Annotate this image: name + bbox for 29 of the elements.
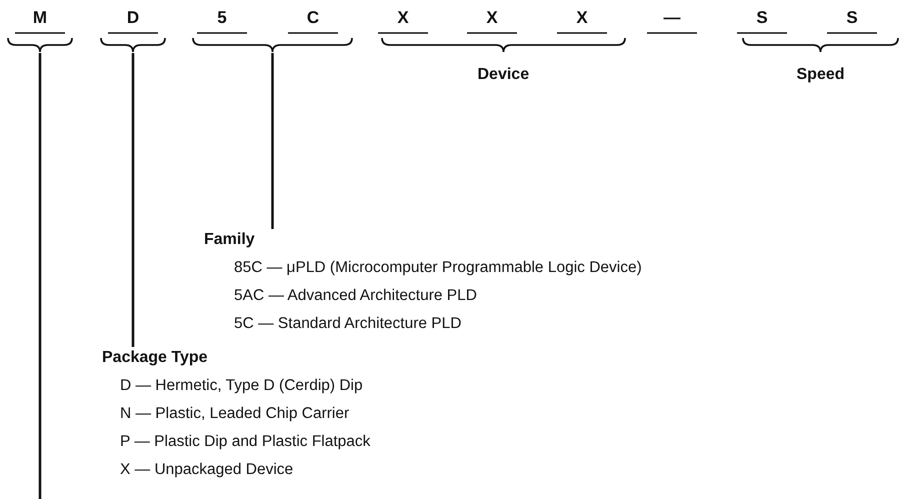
code-description: 5AC — Advanced Architecture PLD xyxy=(234,287,478,305)
curly-bracket xyxy=(192,38,353,53)
part-number-character: S xyxy=(755,8,769,28)
part-number-character: X xyxy=(485,8,499,28)
curly-bracket xyxy=(7,38,73,53)
part-number-character: X xyxy=(396,8,410,28)
part-number-character: D xyxy=(126,8,140,28)
leader-line xyxy=(132,53,134,347)
section-heading: Package Type xyxy=(102,349,209,367)
leader-line xyxy=(271,53,274,229)
field-label: Speed xyxy=(796,66,845,84)
leader-line xyxy=(38,53,42,499)
curly-bracket xyxy=(381,38,626,53)
code-description: 85C — μPLD (Microcomputer Programmable Logic Device) xyxy=(234,259,642,277)
code-description: P — Plastic Dip and Plastic Flatpack xyxy=(120,433,370,451)
code-description: N — Plastic, Leaded Chip Carrier xyxy=(120,405,350,423)
part-number-character: 5 xyxy=(216,8,228,28)
part-number-character: C xyxy=(306,8,320,28)
curly-bracket xyxy=(742,38,899,53)
part-number-character: M xyxy=(32,8,48,28)
code-description: 5C — Standard Architecture PLD xyxy=(234,315,462,333)
section-heading: Family xyxy=(204,231,256,249)
code-description: X — Unpackaged Device xyxy=(120,461,294,479)
field-label: Device xyxy=(478,66,530,84)
part-number-character: S xyxy=(845,8,859,28)
part-number-character: — xyxy=(662,8,682,28)
part-number-character: X xyxy=(575,8,589,28)
curly-bracket xyxy=(100,38,166,53)
code-description: D — Hermetic, Type D (Cerdip) Dip xyxy=(120,377,364,395)
